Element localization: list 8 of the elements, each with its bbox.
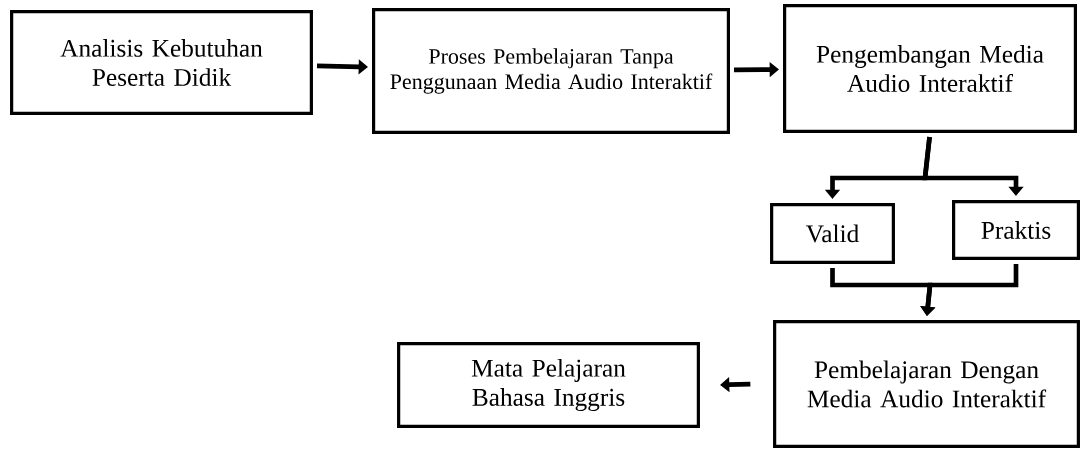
process-box: Mata Pelajaran Bahasa Inggris — [397, 342, 700, 428]
process-box: Pembelajaran Dengan Media Audio Interaktif — [773, 320, 1080, 448]
process-box: Proses Pembelajaran Tanpa Penggunaan Media Audio Interaktif — [372, 8, 730, 134]
arrow — [922, 136, 1024, 196]
process-box: Valid — [770, 202, 895, 265]
process-box: Pengembangan Media Audio Interaktif — [783, 4, 1077, 133]
process-box: Praktis — [952, 200, 1080, 260]
process-box: Analisis Kebutuhan Peserta Didik — [10, 10, 313, 115]
